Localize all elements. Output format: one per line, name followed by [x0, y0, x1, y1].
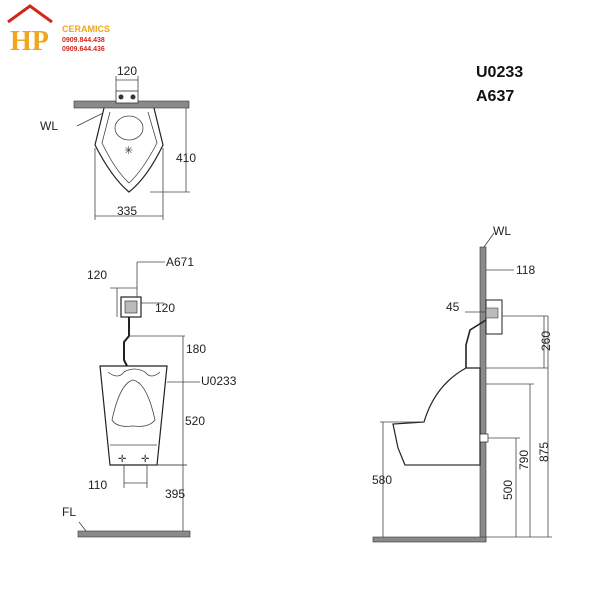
side-view: WL 118 45 260 580 500 790 875 — [372, 224, 553, 543]
top-view: ✳ WL 120 410 335 — [40, 64, 196, 220]
top-dim-335: 335 — [117, 204, 137, 218]
front-dim-395: 395 — [165, 487, 185, 501]
front-floor-label: FL — [62, 505, 76, 519]
side-wall-label: WL — [493, 224, 511, 238]
side-dim-118: 118 — [516, 263, 535, 277]
fl-leader — [78, 521, 87, 532]
logo-brand: CERAMICS — [62, 24, 110, 34]
front-dim-520: 520 — [185, 414, 205, 428]
side-dim-790: 790 — [517, 450, 531, 470]
side-outlet — [479, 433, 489, 443]
side-valve-sensor — [485, 307, 499, 319]
outlet-left-icon: ✛ — [118, 454, 126, 465]
logo-phone-1: 0909.844.438 — [62, 37, 105, 44]
front-urinal-top-curve — [107, 368, 161, 377]
brand-logo: HP CERAMICS 0909.844.438 0909.644.436 — [7, 4, 110, 57]
front-urinal-label: U0233 — [201, 374, 237, 388]
side-dim-875: 875 — [537, 442, 551, 462]
front-dim-180: 180 — [186, 342, 206, 356]
side-dim-45: 45 — [446, 300, 460, 314]
logo-letters: HP — [10, 26, 49, 57]
front-floor — [77, 530, 191, 538]
top-dim-410: 410 — [176, 151, 196, 165]
front-valve-sensor — [124, 300, 138, 314]
house-roof-icon — [7, 4, 53, 24]
top-view-bowl — [94, 107, 164, 193]
top-view-valve — [115, 90, 139, 104]
front-dim-120-right: 120 — [155, 301, 175, 315]
outlet-right-icon: ✛ — [141, 454, 149, 465]
front-valve-label: A671 — [166, 255, 194, 269]
wl-leader — [76, 112, 104, 127]
side-dim-580: 580 — [372, 473, 392, 487]
valve-inlet-left — [118, 94, 124, 100]
side-flush-pipe — [465, 319, 487, 368]
model-valve: A637 — [476, 88, 514, 105]
side-urinal-body — [392, 367, 481, 466]
front-dim-110: 110 — [88, 478, 107, 492]
model-urinal: U0233 — [476, 64, 523, 81]
top-wl-label: WL — [40, 119, 58, 133]
side-dim-260: 260 — [539, 331, 553, 351]
front-dim-120-left: 120 — [87, 268, 107, 282]
side-wall — [479, 246, 487, 542]
side-floor — [372, 536, 487, 543]
front-flush-pipe — [123, 317, 130, 367]
drain-icon: ✳ — [124, 145, 133, 157]
valve-inlet-right — [130, 94, 136, 100]
front-urinal-bowl — [111, 379, 156, 427]
side-dim-500: 500 — [501, 480, 515, 500]
top-view-drain-ring — [114, 115, 144, 141]
side-wl-leader — [483, 232, 495, 248]
top-dim-120: 120 — [117, 64, 137, 78]
front-urinal-body — [99, 365, 168, 466]
front-view: A671 120 120 180 U0233 ✛ ✛ 520 110 395 — [62, 255, 237, 538]
top-view-bowl-inner — [101, 111, 158, 184]
logo-phone-2: 0909.644.436 — [62, 46, 105, 53]
